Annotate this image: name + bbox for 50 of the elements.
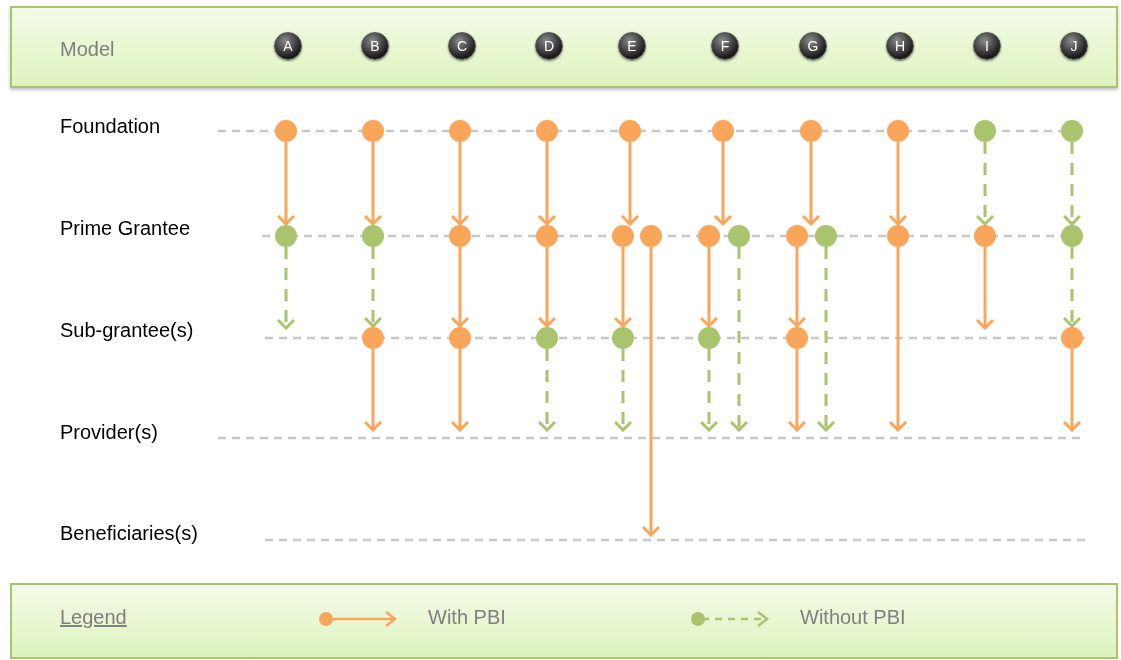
- arrow: [537, 142, 557, 226]
- arrow: [363, 142, 383, 226]
- arrow: [1062, 142, 1082, 226]
- model-badge: A: [274, 32, 302, 60]
- arrow: [888, 247, 908, 432]
- legend-heading: Legend: [60, 605, 127, 630]
- arrow: [787, 247, 807, 328]
- arrow: [613, 349, 633, 432]
- arrow: [1062, 349, 1082, 432]
- arrow: [713, 142, 733, 226]
- arrow: [975, 142, 995, 226]
- row-label: Sub-grantee(s): [60, 318, 194, 343]
- arrow: [363, 247, 383, 328]
- arrow: [276, 247, 296, 330]
- row-label: Provider(s): [60, 420, 158, 445]
- arrow: [787, 349, 807, 432]
- legend-text: With PBI: [428, 605, 506, 630]
- arrow: [620, 142, 640, 226]
- arrow: [537, 349, 557, 432]
- row-label: Prime Grantee: [60, 216, 191, 241]
- arrow: [1062, 247, 1082, 328]
- model-badge: F: [711, 32, 739, 60]
- arrow: [363, 349, 383, 432]
- model-header-band: [10, 6, 1118, 88]
- model-badge: C: [448, 32, 476, 60]
- arrow: [276, 142, 296, 226]
- model-badge: G: [799, 32, 827, 60]
- arrow: [450, 247, 470, 328]
- arrow: [816, 247, 836, 432]
- legend-text: Without PBI: [800, 605, 906, 630]
- model-badge: E: [618, 32, 646, 60]
- arrow: [699, 247, 719, 328]
- model-badge: J: [1060, 32, 1088, 60]
- arrow: [699, 349, 719, 432]
- arrow: [975, 247, 995, 330]
- row-label: Beneficiaries(s): [60, 521, 198, 546]
- arrow: [450, 349, 470, 432]
- arrow: [537, 247, 557, 328]
- row-label: Foundation: [60, 114, 161, 139]
- model-badge: B: [361, 32, 389, 60]
- arrow: [641, 247, 661, 537]
- model-badge: H: [886, 32, 914, 60]
- row-header: Model: [60, 37, 115, 62]
- arrow: [450, 142, 470, 226]
- arrow: [888, 142, 908, 226]
- arrow: [613, 247, 633, 328]
- arrow: [729, 247, 749, 432]
- model-badge: I: [973, 32, 1001, 60]
- arrow: [801, 142, 821, 226]
- model-badge: D: [535, 32, 563, 60]
